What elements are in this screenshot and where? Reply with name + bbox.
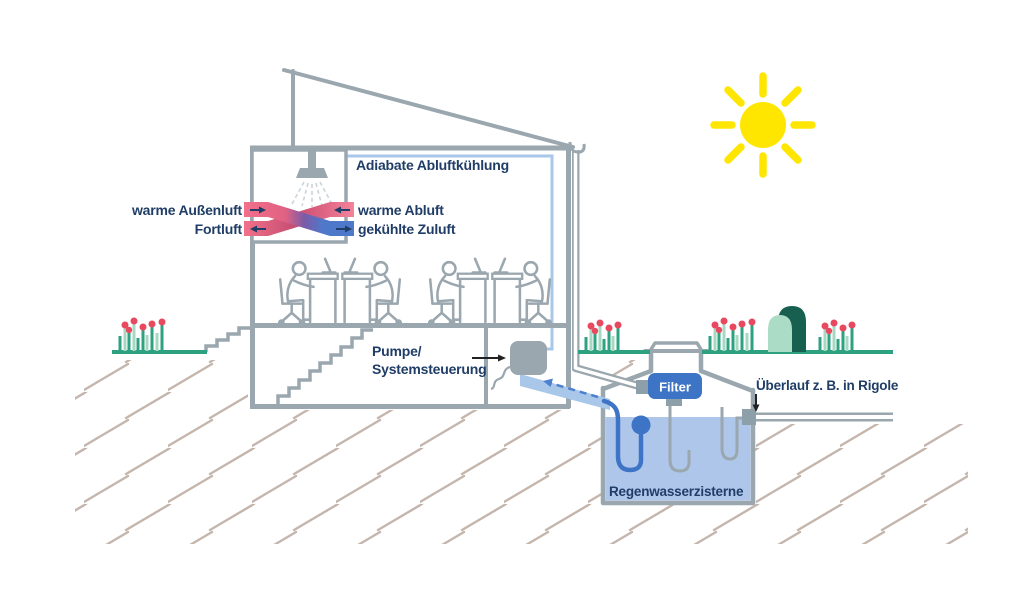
filter-badge [648, 373, 702, 399]
roof [282, 68, 586, 154]
shower-head-icon [291, 149, 333, 207]
pump-label-line2: Systemsteuerung [372, 361, 486, 377]
warm-abluft-label: warme Abluft [357, 202, 444, 218]
heat-exchanger-unit [244, 148, 354, 244]
sun-icon [710, 72, 816, 178]
pointer-arrow-overflow [752, 394, 760, 412]
flow-arrow-fortluft-out [250, 225, 266, 233]
float-intake-ball [631, 415, 651, 435]
gutter [568, 141, 586, 154]
interior-stairs [276, 328, 373, 404]
fortluft-label: Fortluft [195, 221, 243, 237]
flow-arrow-abluft-in [334, 206, 350, 214]
supply-flow-arrowhead [543, 378, 553, 387]
filter-unit: Filter [636, 373, 702, 406]
flow-arrow-zuluft-out [336, 225, 352, 233]
air-band-supply [244, 202, 354, 236]
pointer-arrow-pump [472, 354, 506, 362]
pump-control-unit [490, 341, 651, 473]
supply-pipe [520, 374, 610, 410]
warm-outside-air-label: warme Außenluft [131, 202, 243, 218]
overflow-label: Überlauf z. B. in Rigole [756, 378, 899, 393]
filter-label: Filter [659, 380, 691, 395]
grass-right-2 [818, 318, 857, 353]
cooling-water-pipe [316, 154, 554, 351]
bush [768, 306, 806, 352]
cooled-zuluft-label: gekühlte Zuluft [358, 221, 456, 237]
adiabatic-cooling-label: Adiabate Abluftkühlung [356, 157, 509, 173]
grass-left [118, 316, 167, 353]
flow-arrow-outside-air-in [250, 206, 266, 214]
pump-cable [490, 365, 511, 391]
overflow-pipe [742, 409, 893, 425]
float-intake-hose [601, 398, 644, 473]
pump-label-line1: Pumpe/ [372, 343, 422, 359]
grass-mid [584, 318, 623, 353]
flow-arrows [250, 206, 352, 233]
supply-flow-dashes [549, 381, 599, 399]
vegetation [112, 306, 893, 354]
exterior-stairs [204, 326, 251, 352]
grass-right-1 [708, 316, 757, 353]
inlet-pipe [668, 404, 691, 473]
pump-box [510, 341, 547, 375]
cistern-label: Regenwasserzisterne [609, 484, 744, 499]
overflow-siphon [720, 407, 744, 461]
